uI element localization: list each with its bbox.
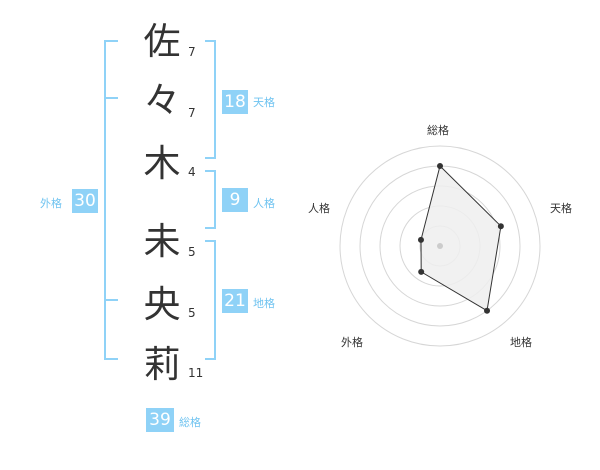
gaikaku-label: 外格 xyxy=(40,197,62,210)
chikaku-badge: 21 xyxy=(222,289,248,313)
bracket-chikaku xyxy=(205,240,216,360)
stroke-count-3: 4 xyxy=(188,165,196,179)
tenkaku-badge: 18 xyxy=(222,90,248,114)
char-3: 木 xyxy=(143,142,181,185)
jinkaku-badge: 9 xyxy=(222,188,248,212)
char-1: 佐 xyxy=(143,20,181,63)
stroke-count-6: 11 xyxy=(188,366,204,380)
radar-center-dot xyxy=(437,243,443,249)
axis-label-chikaku: 地格 xyxy=(510,336,532,349)
radar-point-2 xyxy=(484,307,491,314)
radar-point-1 xyxy=(497,223,504,230)
jinkaku-label: 人格 xyxy=(253,197,275,210)
bracket-gaikaku xyxy=(104,40,118,360)
axis-label-tenkaku: 天格 xyxy=(550,202,572,215)
bracket-jinkaku xyxy=(205,170,216,229)
char-4: 未 xyxy=(143,220,181,263)
gaikaku-badge: 30 xyxy=(72,189,98,213)
radar-points xyxy=(417,163,504,314)
char-6: 莉 xyxy=(143,343,181,386)
radar-point-0 xyxy=(437,163,443,169)
stroke-count-2: 7 xyxy=(188,106,196,120)
stroke-count-1: 7 xyxy=(188,45,196,59)
axis-label-soukaku: 総格 xyxy=(427,124,449,137)
axis-label-jinkaku: 人格 xyxy=(308,202,330,215)
radar-ring-5 xyxy=(339,145,541,347)
radar-point-3 xyxy=(418,268,425,275)
soukaku-badge: 39 xyxy=(146,408,174,432)
axis-label-gaikaku: 外格 xyxy=(341,336,363,349)
char-5: 央 xyxy=(143,283,181,326)
char-2: 々 xyxy=(143,79,181,122)
radar-area xyxy=(420,165,502,312)
tenkaku-label: 天格 xyxy=(253,96,275,109)
chikaku-label: 地格 xyxy=(253,297,275,310)
bracket-tenkaku xyxy=(205,40,216,159)
soukaku-label: 総格 xyxy=(179,416,201,429)
radar-point-4 xyxy=(417,236,424,243)
stroke-count-5: 5 xyxy=(188,306,196,320)
stroke-count-4: 5 xyxy=(188,245,196,259)
